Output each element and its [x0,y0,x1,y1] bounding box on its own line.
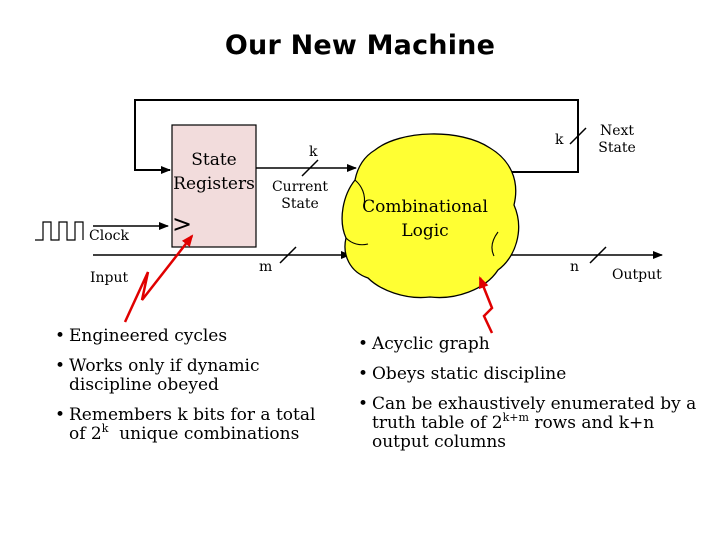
bus-slash-m [279,246,297,264]
left-bullet-item: Remembers k bits for a total of 2k uniqu… [55,406,325,444]
bus-slash-k-current [301,159,319,177]
state-registers-label: State Registers [173,150,255,194]
bus-slash-n [589,246,607,264]
annotation-arrow-registers [123,234,194,323]
left-bullet-item: Engineered cycles [55,327,325,347]
m-label: m [259,259,273,275]
slide-title: Our New Machine [224,30,496,61]
annotation-arrow-logic [478,276,494,334]
right-bullet-item: Acyclic graph [358,335,708,355]
feedback-wire [134,99,579,174]
right-bullet-list: Acyclic graph Obeys static discipline Ca… [358,335,708,463]
left-bullet-item: Works only if dynamic discipline obeyed [55,357,325,395]
n-label: n [570,259,580,275]
bus-slash-k-next [569,127,587,145]
clock-label: Clock [89,228,129,244]
k-label-next: k [555,132,564,148]
state-registers-box [171,124,257,248]
current-state-label: Current State [271,179,329,212]
left-bullet-list: Engineered cycles Works only if dynamic … [55,327,325,455]
next-state-label: Next State [598,123,636,156]
right-bullet-item: Obeys static discipline [358,365,708,385]
output-label: Output [612,267,662,283]
k-label-current: k [309,144,318,160]
combinational-logic-label: Combinational Logic [362,197,488,241]
clock-edge-marker: > [172,210,193,238]
input-label: Input [90,270,129,286]
combinational-logic-cloud [341,133,520,299]
clock-waveform [35,221,84,241]
right-bullet-item: Can be exhaustively enumerated by a trut… [358,395,708,452]
